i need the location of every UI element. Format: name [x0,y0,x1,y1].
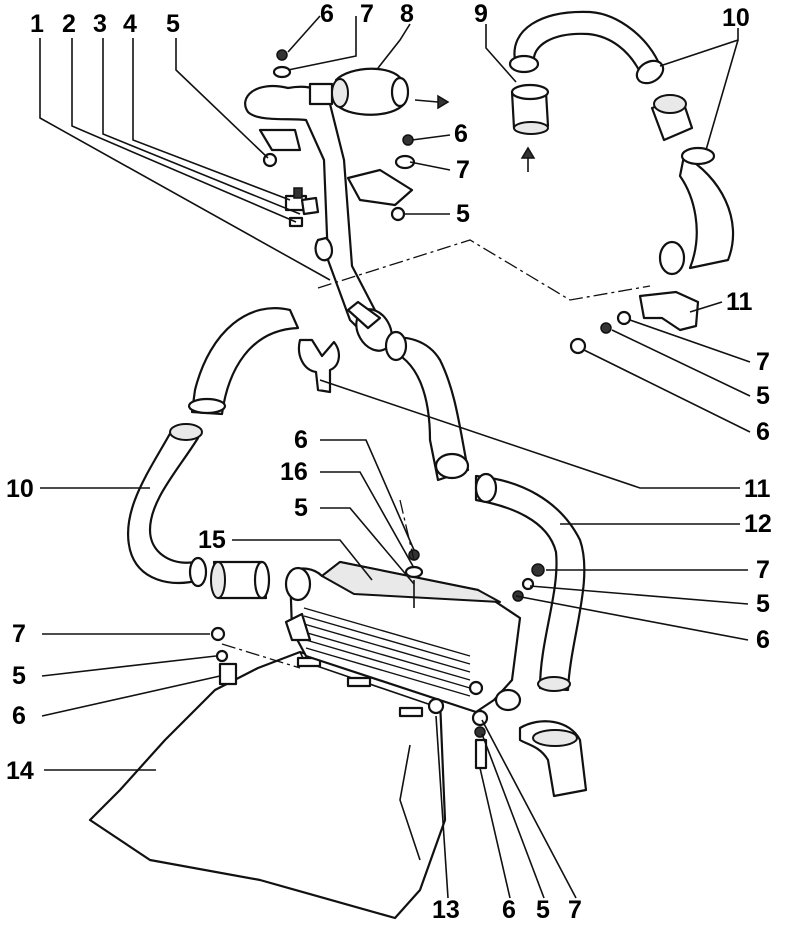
air-guide-14 [88,650,447,920]
callout-5-b: 5 [456,200,470,228]
callout-labels: 1 2 3 4 5 6 7 8 9 10 6 7 5 11 7 5 6 10 1… [6,0,772,924]
clip-11-mid [297,338,340,394]
hose-9 [510,83,550,172]
callout-4: 4 [123,10,137,38]
callout-14: 14 [6,757,34,785]
callout-6-top: 6 [320,0,334,28]
callout-7-bot: 7 [568,896,582,924]
callout-8: 8 [400,0,414,28]
callout-10-left: 10 [6,475,34,503]
charge-air-pipe-1 [244,85,414,352]
callout-16: 16 [280,458,308,486]
callout-11-r: 11 [726,288,753,316]
callout-7-b: 7 [456,156,470,184]
callout-2: 2 [62,10,76,38]
callout-5-bot: 5 [536,896,550,924]
callout-15: 15 [198,526,226,554]
hose-10-left [127,307,300,588]
callout-5-mid-r: 5 [756,590,770,618]
callout-5-top: 5 [166,10,180,38]
callout-6-b: 6 [454,120,468,148]
callout-6-bot: 6 [502,896,516,924]
hose-10-upper [508,10,735,276]
callout-9: 9 [474,0,488,28]
callout-5-mid: 5 [294,494,308,522]
alignment-lines [221,239,651,669]
callout-11-mid: 11 [744,475,771,503]
callout-6-mid: 6 [294,426,308,454]
callout-7-left: 7 [12,620,26,648]
callout-7-top: 7 [360,0,374,28]
callout-10-top: 10 [722,4,750,32]
outlet-elbow [518,720,588,798]
callout-7-r: 7 [756,348,770,376]
hose-middle [384,330,470,482]
hose-12 [474,472,586,692]
callout-5-r: 5 [756,382,770,410]
coupling-sleeve [210,560,271,600]
callout-12: 12 [744,510,772,538]
callout-3: 3 [93,10,107,38]
clip-11-right [569,290,700,355]
callout-6-left: 6 [12,702,26,730]
callout-6-r: 6 [756,418,770,446]
hose-8 [308,67,450,116]
callout-5-left: 5 [12,662,26,690]
leader-lines [39,15,751,899]
callout-7-mid-r: 7 [756,556,770,584]
callout-6-mid-r: 6 [756,626,770,654]
callout-1: 1 [30,10,44,38]
callout-13: 13 [432,896,460,924]
